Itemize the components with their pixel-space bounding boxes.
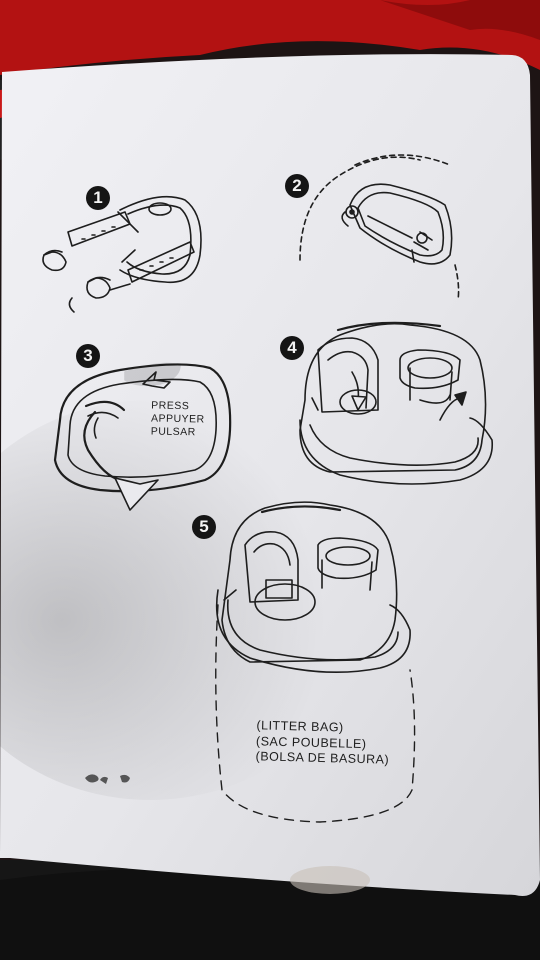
press-label: PRESS APPUYER PULSAR bbox=[151, 400, 205, 439]
step-1-illustration bbox=[42, 195, 202, 313]
step-3-illustration bbox=[53, 362, 232, 511]
litter-bag-label: (LITTER BAG) (SAC POUBELLE) (BOLSA DE BA… bbox=[255, 718, 390, 768]
step-5-illustration bbox=[215, 501, 411, 674]
step-4-illustration bbox=[299, 321, 493, 485]
step-5-badge: 5 bbox=[192, 515, 216, 539]
ink-smudge bbox=[85, 774, 130, 784]
step-4-badge: 4 bbox=[280, 336, 304, 360]
press-label-en: PRESS bbox=[151, 399, 190, 413]
step-2-illustration bbox=[299, 154, 460, 301]
step-1-badge: 1 bbox=[86, 186, 110, 210]
press-label-fr: APPUYER bbox=[150, 412, 205, 426]
instruction-card bbox=[0, 54, 540, 896]
step-2-badge: 2 bbox=[285, 174, 309, 198]
step-3-badge: 3 bbox=[76, 344, 100, 368]
press-label-es: PULSAR bbox=[150, 425, 196, 438]
